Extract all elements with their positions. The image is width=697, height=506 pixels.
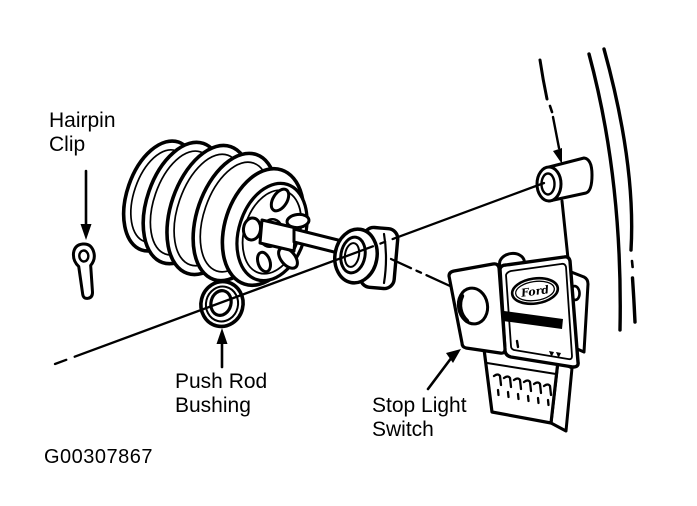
face-mark-left	[515, 339, 520, 349]
ford-logo-text: Ford	[519, 283, 550, 300]
push-rod-bushing-label: Push Rod Bushing	[175, 370, 267, 418]
push-rod-bushing-label-line2: Bushing	[175, 394, 251, 417]
main-centerline	[53, 181, 546, 366]
pin-6	[542, 383, 553, 407]
pedal-pin	[535, 156, 594, 203]
centerlines	[53, 181, 546, 366]
hairpin-clip-eye	[78, 249, 90, 263]
switch-connector-band	[486, 362, 557, 375]
face-hole-right	[285, 212, 311, 230]
hairpin-clip-label-line1: Hairpin	[49, 109, 116, 132]
stop-light-switch-label-line2: Switch	[372, 418, 434, 441]
switch-branch-centerline	[389, 257, 452, 288]
connector-pins	[492, 373, 553, 407]
face-hole-top	[269, 187, 291, 213]
ford-logo-oval-inner	[514, 280, 556, 302]
nut-flange-band	[382, 232, 388, 285]
hairpin-clip-label-line2: Clip	[49, 133, 86, 156]
nut-ring-bore	[343, 242, 361, 268]
stop-light-switch-label-line1: Stop Light	[372, 394, 467, 417]
hairpin-clip-part	[71, 242, 96, 300]
pedal-pin-leader-arrowhead	[553, 148, 562, 164]
hairpin-clip-arrowhead	[80, 224, 92, 240]
switch-part-number-print	[503, 311, 563, 329]
stop-light-switch-part: Ford	[447, 251, 590, 433]
pedal-arm-outer-curve-lower	[630, 276, 637, 324]
pedal-arm-inner-curve	[587, 52, 622, 332]
pin-5	[532, 381, 543, 405]
leader-arrows	[80, 169, 461, 391]
hairpin-clip-label: Hairpin Clip	[49, 109, 116, 157]
bushing-arrowhead	[216, 328, 228, 344]
pedal-arm-lines	[538, 47, 637, 332]
figure-id: G00307867	[44, 446, 154, 468]
pin-1	[492, 373, 503, 397]
push-rod-hub	[258, 218, 298, 253]
pin-4	[522, 379, 533, 403]
pedal-arm-outer-curve-upper	[602, 47, 634, 252]
switch-hole-crescent	[457, 293, 470, 324]
push-rod-bushing-part	[199, 279, 245, 329]
switch-front-face-inner-line	[505, 262, 573, 361]
pedal-arm-left-line-upper	[538, 58, 549, 101]
bushing-mid	[204, 285, 240, 323]
stop-light-switch-label: Stop Light Switch	[372, 394, 467, 442]
pin-3	[512, 377, 523, 401]
face-hole-bottom-left	[256, 250, 272, 274]
pin-2	[502, 375, 513, 399]
push-rod-bushing-label-line1: Push Rod	[175, 370, 268, 393]
rod-retainer-nut	[333, 225, 400, 291]
switch-arrow-line	[426, 355, 454, 391]
pedal-arm-left-line-dot	[548, 104, 554, 114]
pedal-arm-outer-curve-dot	[630, 259, 634, 269]
face-mark-right	[549, 351, 561, 358]
booster-bellows	[121, 139, 344, 288]
pedal-pin-leader-line	[551, 115, 561, 150]
switch-arrowhead	[446, 349, 461, 363]
